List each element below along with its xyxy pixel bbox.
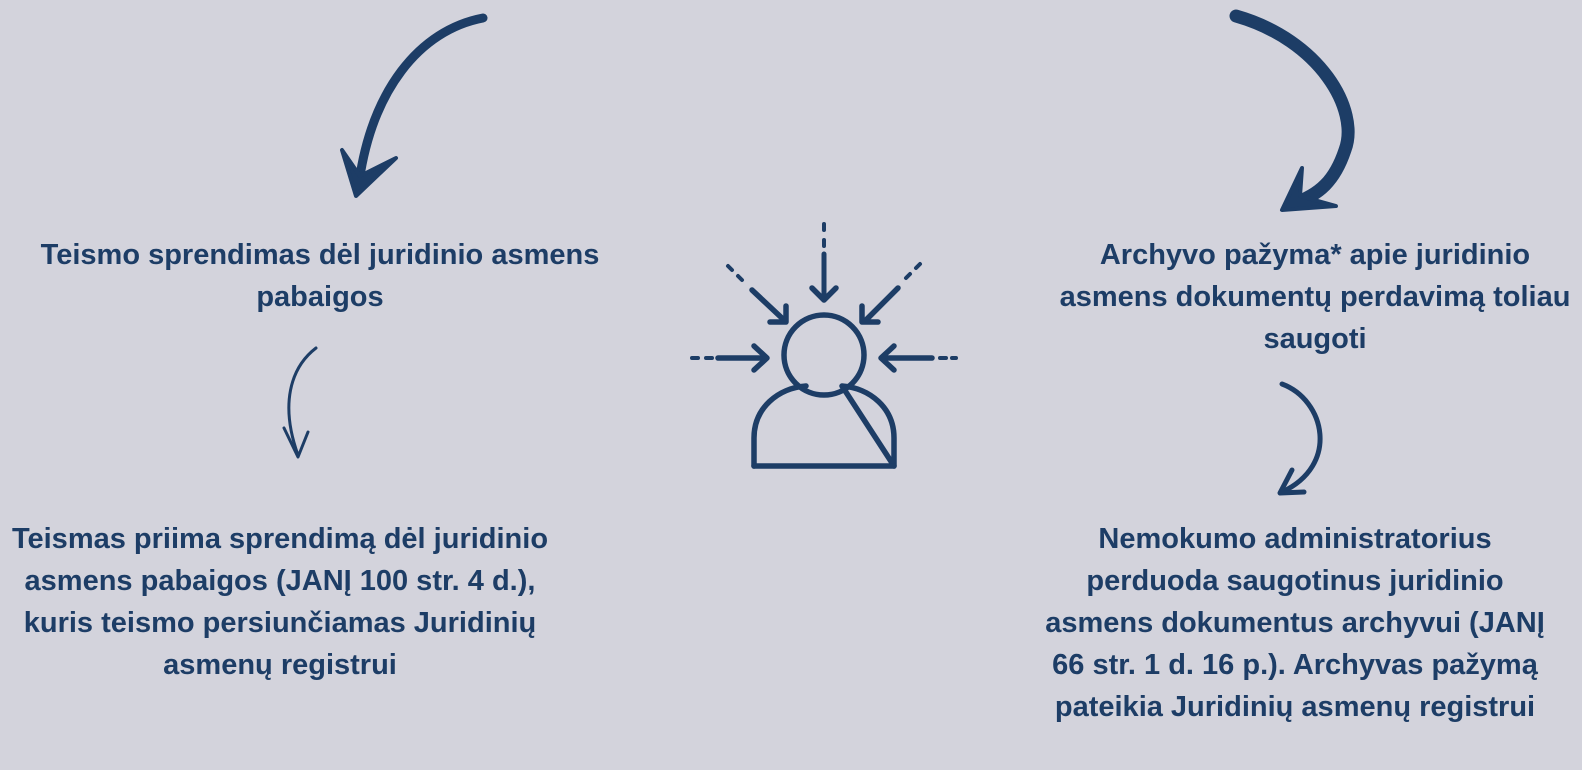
curved-arrow-top-right-icon [1229, 9, 1355, 212]
right-top-text: Archyvo pažyma* apie juridinio asmens do… [1059, 239, 1571, 355]
curved-arrow-top-left-icon [340, 13, 488, 198]
right-bottom-text: Nemokumo administratorius perduoda saugo… [1045, 523, 1545, 723]
left-top-text: Teismo sprendimas dėl juridinio asmens p… [40, 239, 600, 313]
curved-arrow-small-left-icon [282, 346, 318, 459]
curved-arrow-small-right-icon [1277, 381, 1323, 496]
left-bottom-text: Teismas priima sprendimą dėl juridinio a… [11, 523, 549, 681]
person-focus-icon [690, 222, 958, 469]
